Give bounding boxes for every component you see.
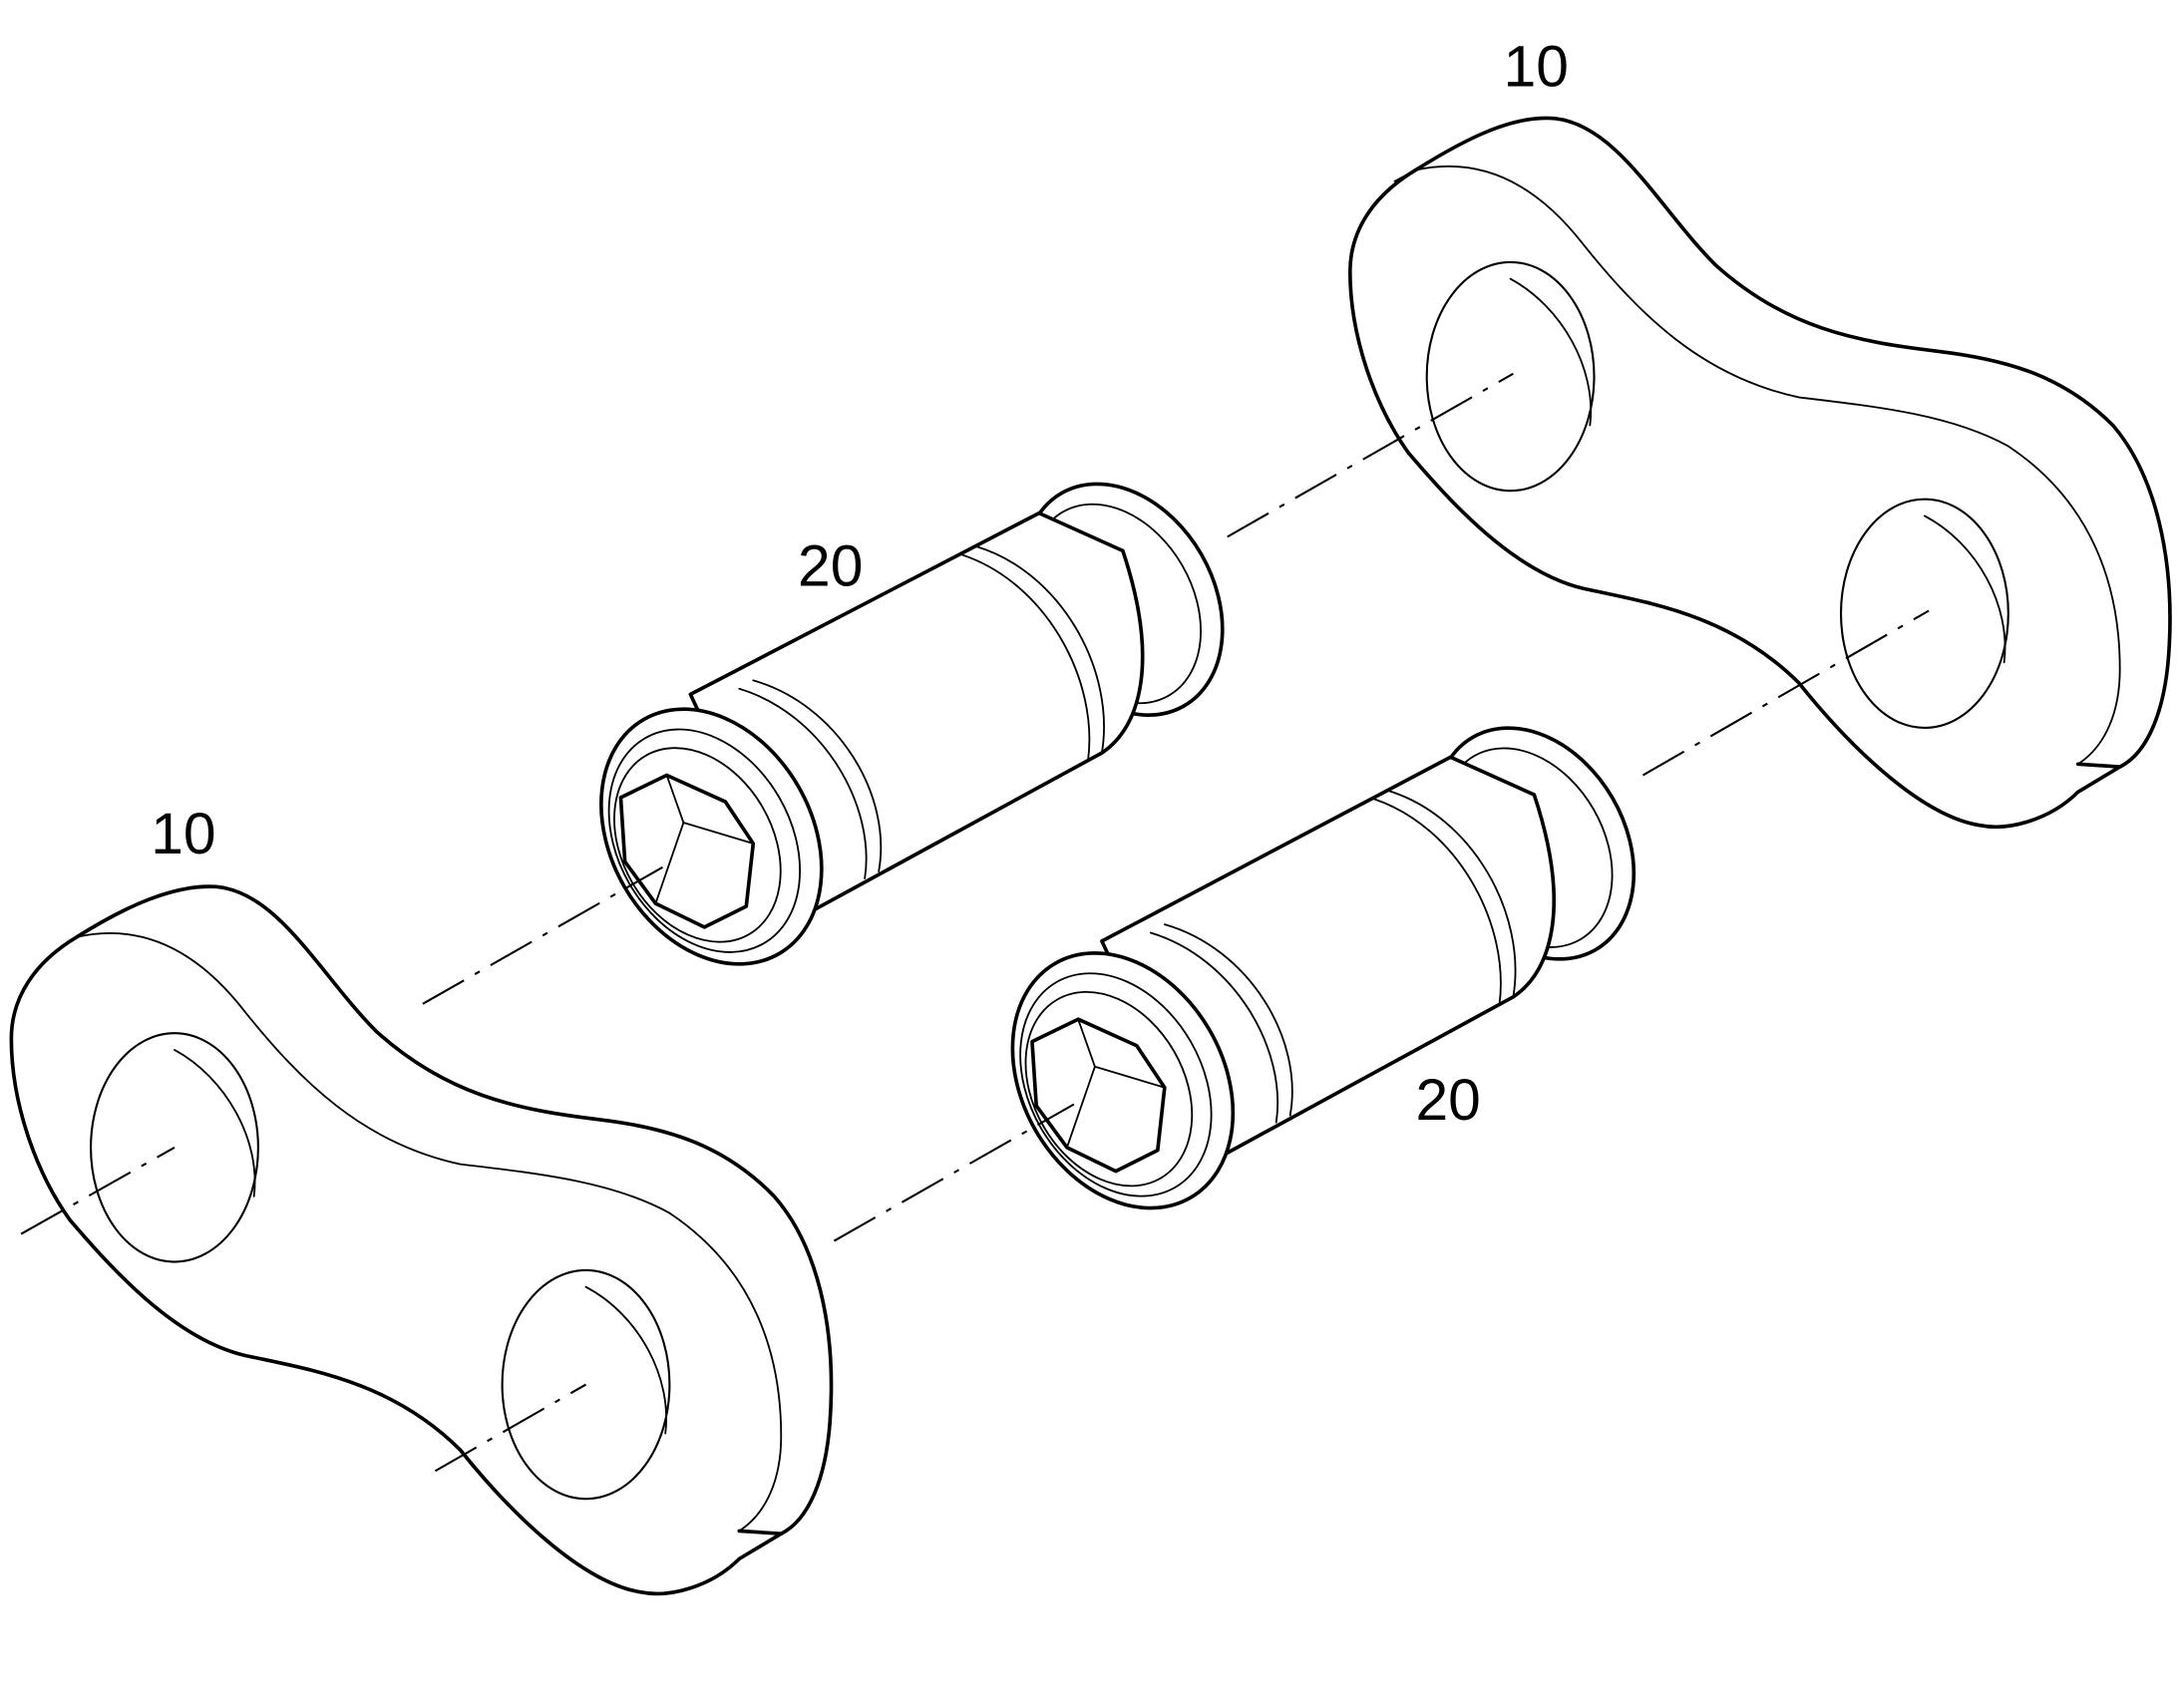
callout-link-plate-bottom-left: 10 xyxy=(151,802,215,866)
pin-lower xyxy=(1010,726,1636,1210)
callout-pin-lower: 20 xyxy=(1416,1068,1481,1133)
link-plate-bottom-left xyxy=(9,884,834,1596)
axis-lower-pin xyxy=(833,1103,1075,1242)
axis-lower-plate xyxy=(1641,609,1930,777)
pin-upper xyxy=(599,482,1225,966)
link-plate-top-right xyxy=(1347,116,2172,830)
callout-pin-upper: 20 xyxy=(798,533,863,598)
axis-left-plate-hole-2 xyxy=(434,1383,587,1473)
axis-left-plate-hole-1 xyxy=(20,1146,176,1235)
axis-upper-pin xyxy=(422,865,663,1005)
center-lines xyxy=(20,372,1930,1473)
callout-link-plate-top-right: 10 xyxy=(1504,35,1569,100)
axis-upper-plate xyxy=(1227,372,1514,538)
